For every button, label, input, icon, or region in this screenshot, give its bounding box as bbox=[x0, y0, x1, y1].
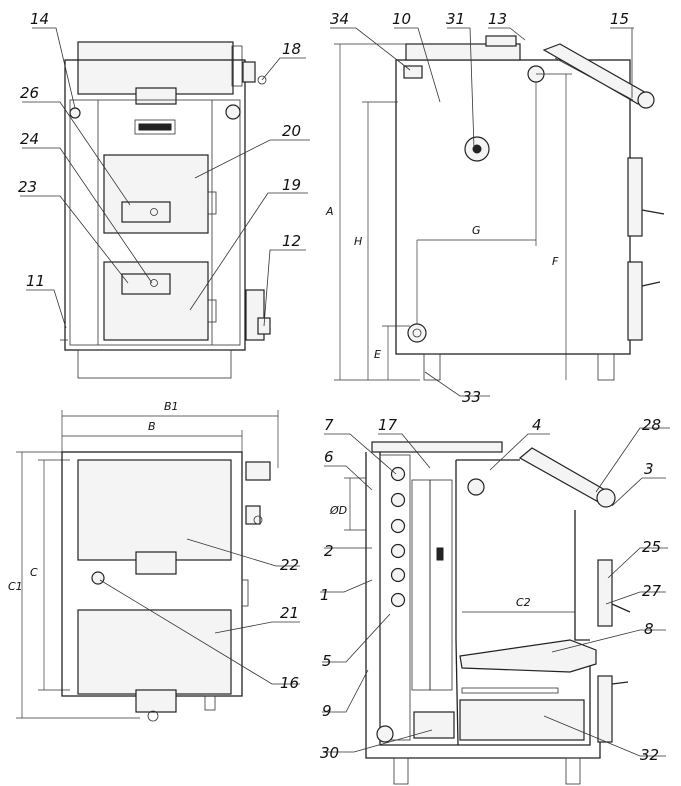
front2-valve bbox=[245, 505, 261, 525]
callout-14: 14 bbox=[30, 10, 49, 28]
side-body-outline bbox=[395, 59, 631, 355]
section-lower-door bbox=[597, 675, 613, 743]
callout-24: 24 bbox=[20, 130, 39, 148]
callout-19: 19 bbox=[282, 176, 301, 194]
dim-C2: C2 bbox=[516, 596, 531, 609]
front2-hopper-door bbox=[77, 459, 232, 561]
dim-H: H bbox=[354, 235, 362, 248]
section-view bbox=[344, 441, 631, 785]
section-cleanout bbox=[413, 711, 455, 739]
front-pipe-stub bbox=[225, 104, 241, 120]
callout-10: 10 bbox=[392, 10, 411, 28]
side-lid-hinge bbox=[637, 91, 655, 109]
dim-A: A bbox=[325, 205, 334, 218]
callout-4: 4 bbox=[532, 416, 542, 434]
valve-18 bbox=[242, 61, 256, 83]
callout-13: 13 bbox=[488, 10, 507, 28]
upper-door-knob bbox=[150, 208, 158, 216]
callout-34: 34 bbox=[330, 10, 349, 28]
dim-C: C bbox=[30, 566, 38, 579]
callout-32: 32 bbox=[640, 746, 659, 764]
callout-26: 26 bbox=[20, 84, 39, 102]
dim-G: G bbox=[472, 224, 481, 237]
front2-hopper-handle bbox=[135, 551, 177, 575]
front-hood-handle bbox=[135, 87, 177, 105]
callout-7: 7 bbox=[324, 416, 334, 434]
callout-3: 3 bbox=[644, 460, 654, 478]
front-view bbox=[60, 41, 271, 379]
sensor-16-icon bbox=[91, 571, 105, 585]
section-ash-pan bbox=[459, 699, 585, 741]
callout-5: 5 bbox=[322, 652, 332, 670]
side-upper-door bbox=[627, 157, 643, 237]
callout-1: 1 bbox=[320, 586, 330, 604]
upper-door-air-slider bbox=[121, 201, 171, 223]
callout-9: 9 bbox=[322, 702, 332, 720]
callout-27: 27 bbox=[642, 582, 662, 600]
callout-25: 25 bbox=[642, 538, 661, 556]
callout-17: 17 bbox=[378, 416, 398, 434]
front-logo-plate bbox=[134, 119, 176, 135]
side-top-fitting bbox=[485, 35, 517, 47]
callout-28: 28 bbox=[642, 416, 661, 434]
callout-6: 6 bbox=[324, 448, 334, 466]
return-pipe-icon bbox=[407, 323, 427, 343]
front-view-2 bbox=[16, 410, 279, 722]
lower-door-knob bbox=[150, 279, 158, 287]
front2-ash-door bbox=[77, 609, 232, 695]
callout-8: 8 bbox=[644, 620, 654, 638]
section-drain-icon bbox=[376, 725, 394, 743]
callout-21: 21 bbox=[280, 604, 299, 622]
callout-15: 15 bbox=[610, 10, 629, 28]
dim-B: B bbox=[148, 420, 156, 433]
callout-33: 33 bbox=[462, 388, 481, 406]
front-base bbox=[77, 349, 232, 379]
section-outlet-pipe bbox=[467, 478, 485, 496]
front-hood-side bbox=[231, 45, 243, 87]
side-lower-door bbox=[627, 261, 643, 341]
sensor-14-icon bbox=[69, 107, 81, 119]
callout-20: 20 bbox=[282, 122, 301, 140]
callout-23: 23 bbox=[18, 178, 37, 196]
dim-E: E bbox=[374, 348, 381, 361]
front-body-inner bbox=[69, 99, 241, 346]
callout-31: 31 bbox=[446, 10, 465, 28]
callout-18: 18 bbox=[282, 40, 301, 58]
callout-22: 22 bbox=[280, 556, 299, 574]
callout-30: 30 bbox=[320, 744, 339, 762]
section-lid-hinge bbox=[596, 488, 616, 508]
callout-2: 2 bbox=[324, 542, 334, 560]
front2-ash-handle bbox=[135, 689, 177, 713]
dim-B1: B1 bbox=[164, 400, 179, 413]
callout-12: 12 bbox=[282, 232, 301, 250]
dimension-labels: A H F G E B1 B C1 C C2 ØD bbox=[8, 205, 559, 609]
dim-phiD: ØD bbox=[329, 504, 347, 517]
pipe-7-icon bbox=[390, 466, 406, 482]
side-top-cover bbox=[405, 43, 521, 61]
leader-lines bbox=[20, 27, 670, 757]
section-upper-door bbox=[597, 559, 613, 627]
side-view bbox=[334, 35, 665, 381]
section-top-cover bbox=[371, 441, 503, 453]
section-grate bbox=[459, 639, 597, 673]
front-logo-mark bbox=[138, 123, 172, 131]
callout-16: 16 bbox=[280, 674, 299, 692]
lower-door-air-slider bbox=[121, 273, 171, 295]
callout-11: 11 bbox=[26, 272, 45, 290]
dim-C1: C1 bbox=[8, 580, 23, 593]
front-top-hood bbox=[77, 41, 234, 95]
front2-outlet-pipe bbox=[245, 461, 271, 481]
dim-F: F bbox=[552, 255, 559, 268]
callouts: 14 26 24 23 11 18 20 19 12 34 10 31 13 1… bbox=[18, 10, 662, 764]
